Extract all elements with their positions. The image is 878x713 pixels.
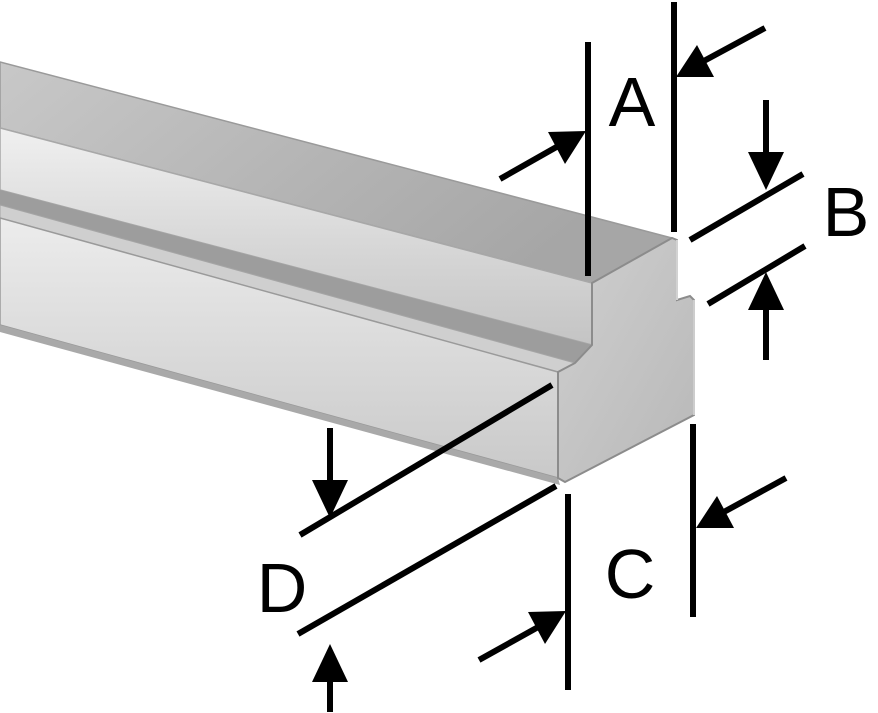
t-bar [0,61,695,485]
dimension-c: C [477,424,788,690]
dim-c-arrow-right-shaft [720,475,788,516]
dim-a-arrow-left-shaft [498,142,562,182]
dim-a-label: A [609,63,656,141]
dimension-d: D [257,382,558,712]
dim-b-extension-top [688,171,805,243]
dim-a-arrow-right-head [676,45,714,77]
dim-c-label: C [605,535,656,613]
dimension-b: B [688,100,870,360]
flange-bottom-edge [0,325,560,485]
dim-d-extension-bottom [296,483,558,637]
dim-c-arrow-right-head [696,496,734,528]
dim-a-arrow-left-head [548,131,586,164]
dim-c-arrow-left-head [528,611,566,644]
dim-b-arrow-top-head [748,152,784,190]
dim-a-arrow-right-shaft [700,25,767,65]
dim-d-extension-top [298,382,554,538]
dim-b-extension-bottom [706,243,807,307]
dimension-a: A [498,2,767,276]
dim-d-label: D [257,549,308,627]
dim-b-arrow-bottom-head [748,272,784,310]
dim-b-label: B [823,173,870,251]
groove-shadow [0,190,592,363]
dim-d-arrow-top-head [312,480,348,518]
dim-c-arrow-left-shaft [477,623,542,663]
dim-d-arrow-bottom-head [312,644,348,682]
